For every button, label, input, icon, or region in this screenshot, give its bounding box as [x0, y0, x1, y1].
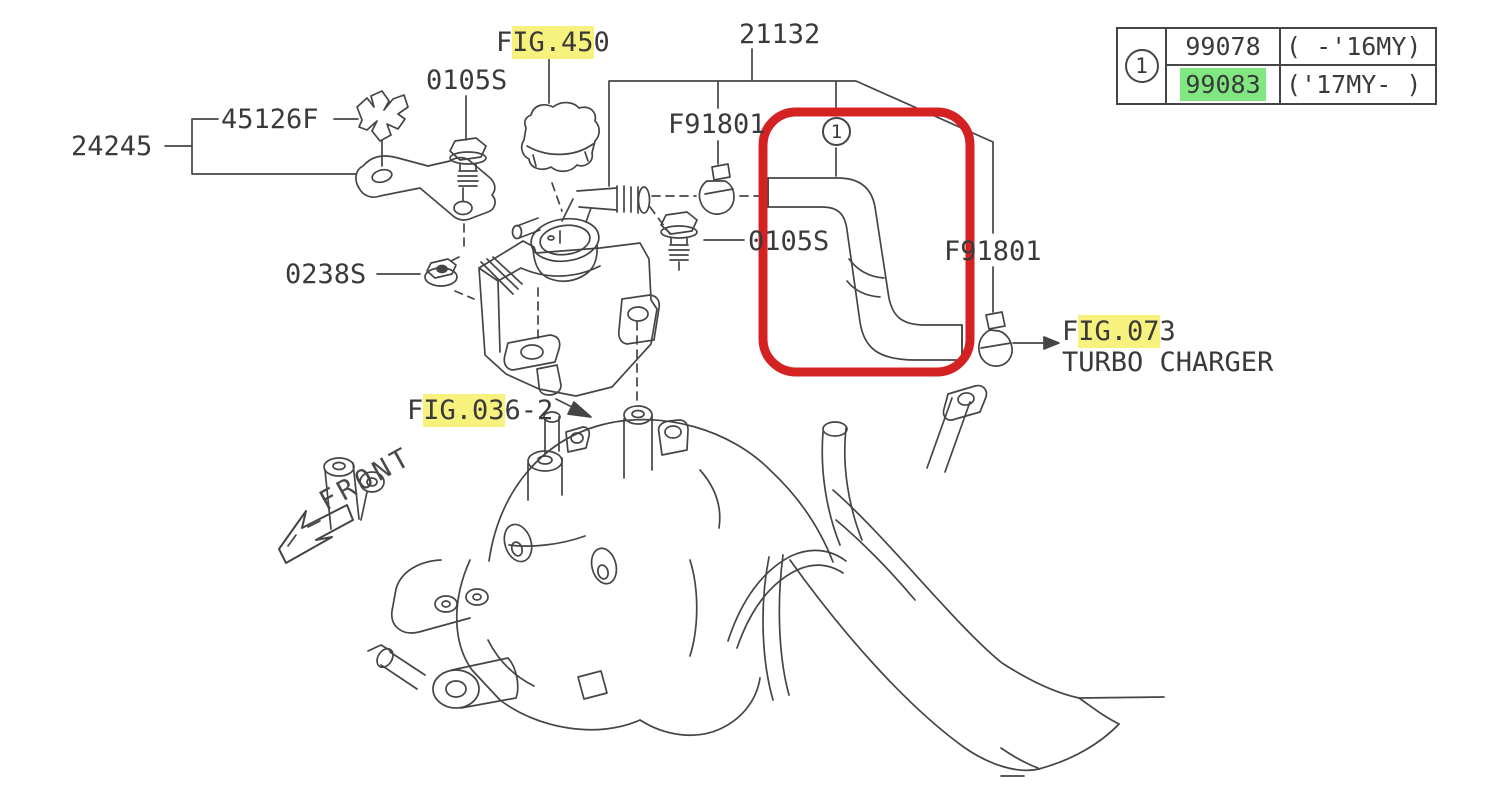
part-label-0105s-mid: 0105S — [748, 226, 830, 257]
hose-21132-drawing — [767, 177, 963, 361]
fig036-arrow-icon — [555, 398, 592, 418]
fig036-prefix: F — [407, 395, 424, 426]
callout-1-badge: 1 — [822, 117, 851, 146]
fig450-prefix: F — [496, 27, 513, 58]
part-label-0238s: 0238S — [285, 259, 367, 290]
table-callout-1-badge: 1 — [1124, 49, 1159, 83]
turbo-charger-label: TURBO CHARGER — [1062, 347, 1274, 378]
table-part-number-99078[interactable]: 99078 — [1167, 29, 1281, 66]
part-reference-table: 1 99078 ( -'16MY) 99083 ('17MY- ) — [1116, 27, 1437, 105]
part-label-21132: 21132 — [739, 19, 821, 50]
fig073-highlight: IG.07 — [1078, 315, 1160, 348]
fig036-suffix: 6-2 — [504, 395, 554, 426]
fig-ref-036-2[interactable]: FIG.036-2 — [407, 394, 554, 427]
fig-ref-450[interactable]: FIG.450 — [496, 26, 610, 59]
turbo-arrow-icon — [1012, 336, 1060, 350]
table-part-number-99083[interactable]: 99083 — [1167, 66, 1281, 103]
part-label-f91801-right: F91801 — [944, 236, 1042, 267]
reservoir-cap-drawing — [520, 101, 600, 173]
fig073-prefix: F — [1062, 316, 1079, 347]
fig073-suffix: 3 — [1159, 316, 1176, 347]
table-model-years-99083: ('17MY- ) — [1286, 70, 1422, 99]
front-direction-arrow — [278, 504, 354, 564]
red-highlight-box — [758, 107, 975, 377]
bracket-drawing — [355, 155, 496, 221]
part-label-24245: 24245 — [71, 131, 153, 162]
part-label-45126f: 45126F — [221, 104, 319, 135]
bolt-0105s-mid-drawing — [660, 211, 698, 271]
table-model-years-99078: ( -'16MY) — [1281, 29, 1435, 66]
fig-ref-073[interactable]: FIG.073 — [1062, 315, 1176, 348]
dashed-lines — [446, 182, 765, 403]
fig450-highlight: IG.45 — [512, 26, 594, 59]
table-callout-cell: 1 — [1118, 29, 1167, 103]
fig036-highlight: IG.03 — [423, 394, 505, 427]
fig450-suffix: 0 — [593, 27, 610, 58]
bolt-0105s-top-drawing — [449, 137, 487, 187]
part-label-0105s-top: 0105S — [426, 65, 508, 96]
part-label-f91801-left: F91801 — [668, 109, 766, 140]
reservoir-tank-drawing — [478, 185, 661, 397]
clip-drawing — [356, 90, 409, 167]
clamp-right-drawing — [978, 311, 1013, 367]
clamp-left-drawing — [698, 163, 735, 215]
selected-part-highlight: 99083 — [1180, 68, 1266, 101]
manifold-drawing — [323, 384, 1165, 777]
nut-0238s-drawing — [424, 258, 458, 287]
